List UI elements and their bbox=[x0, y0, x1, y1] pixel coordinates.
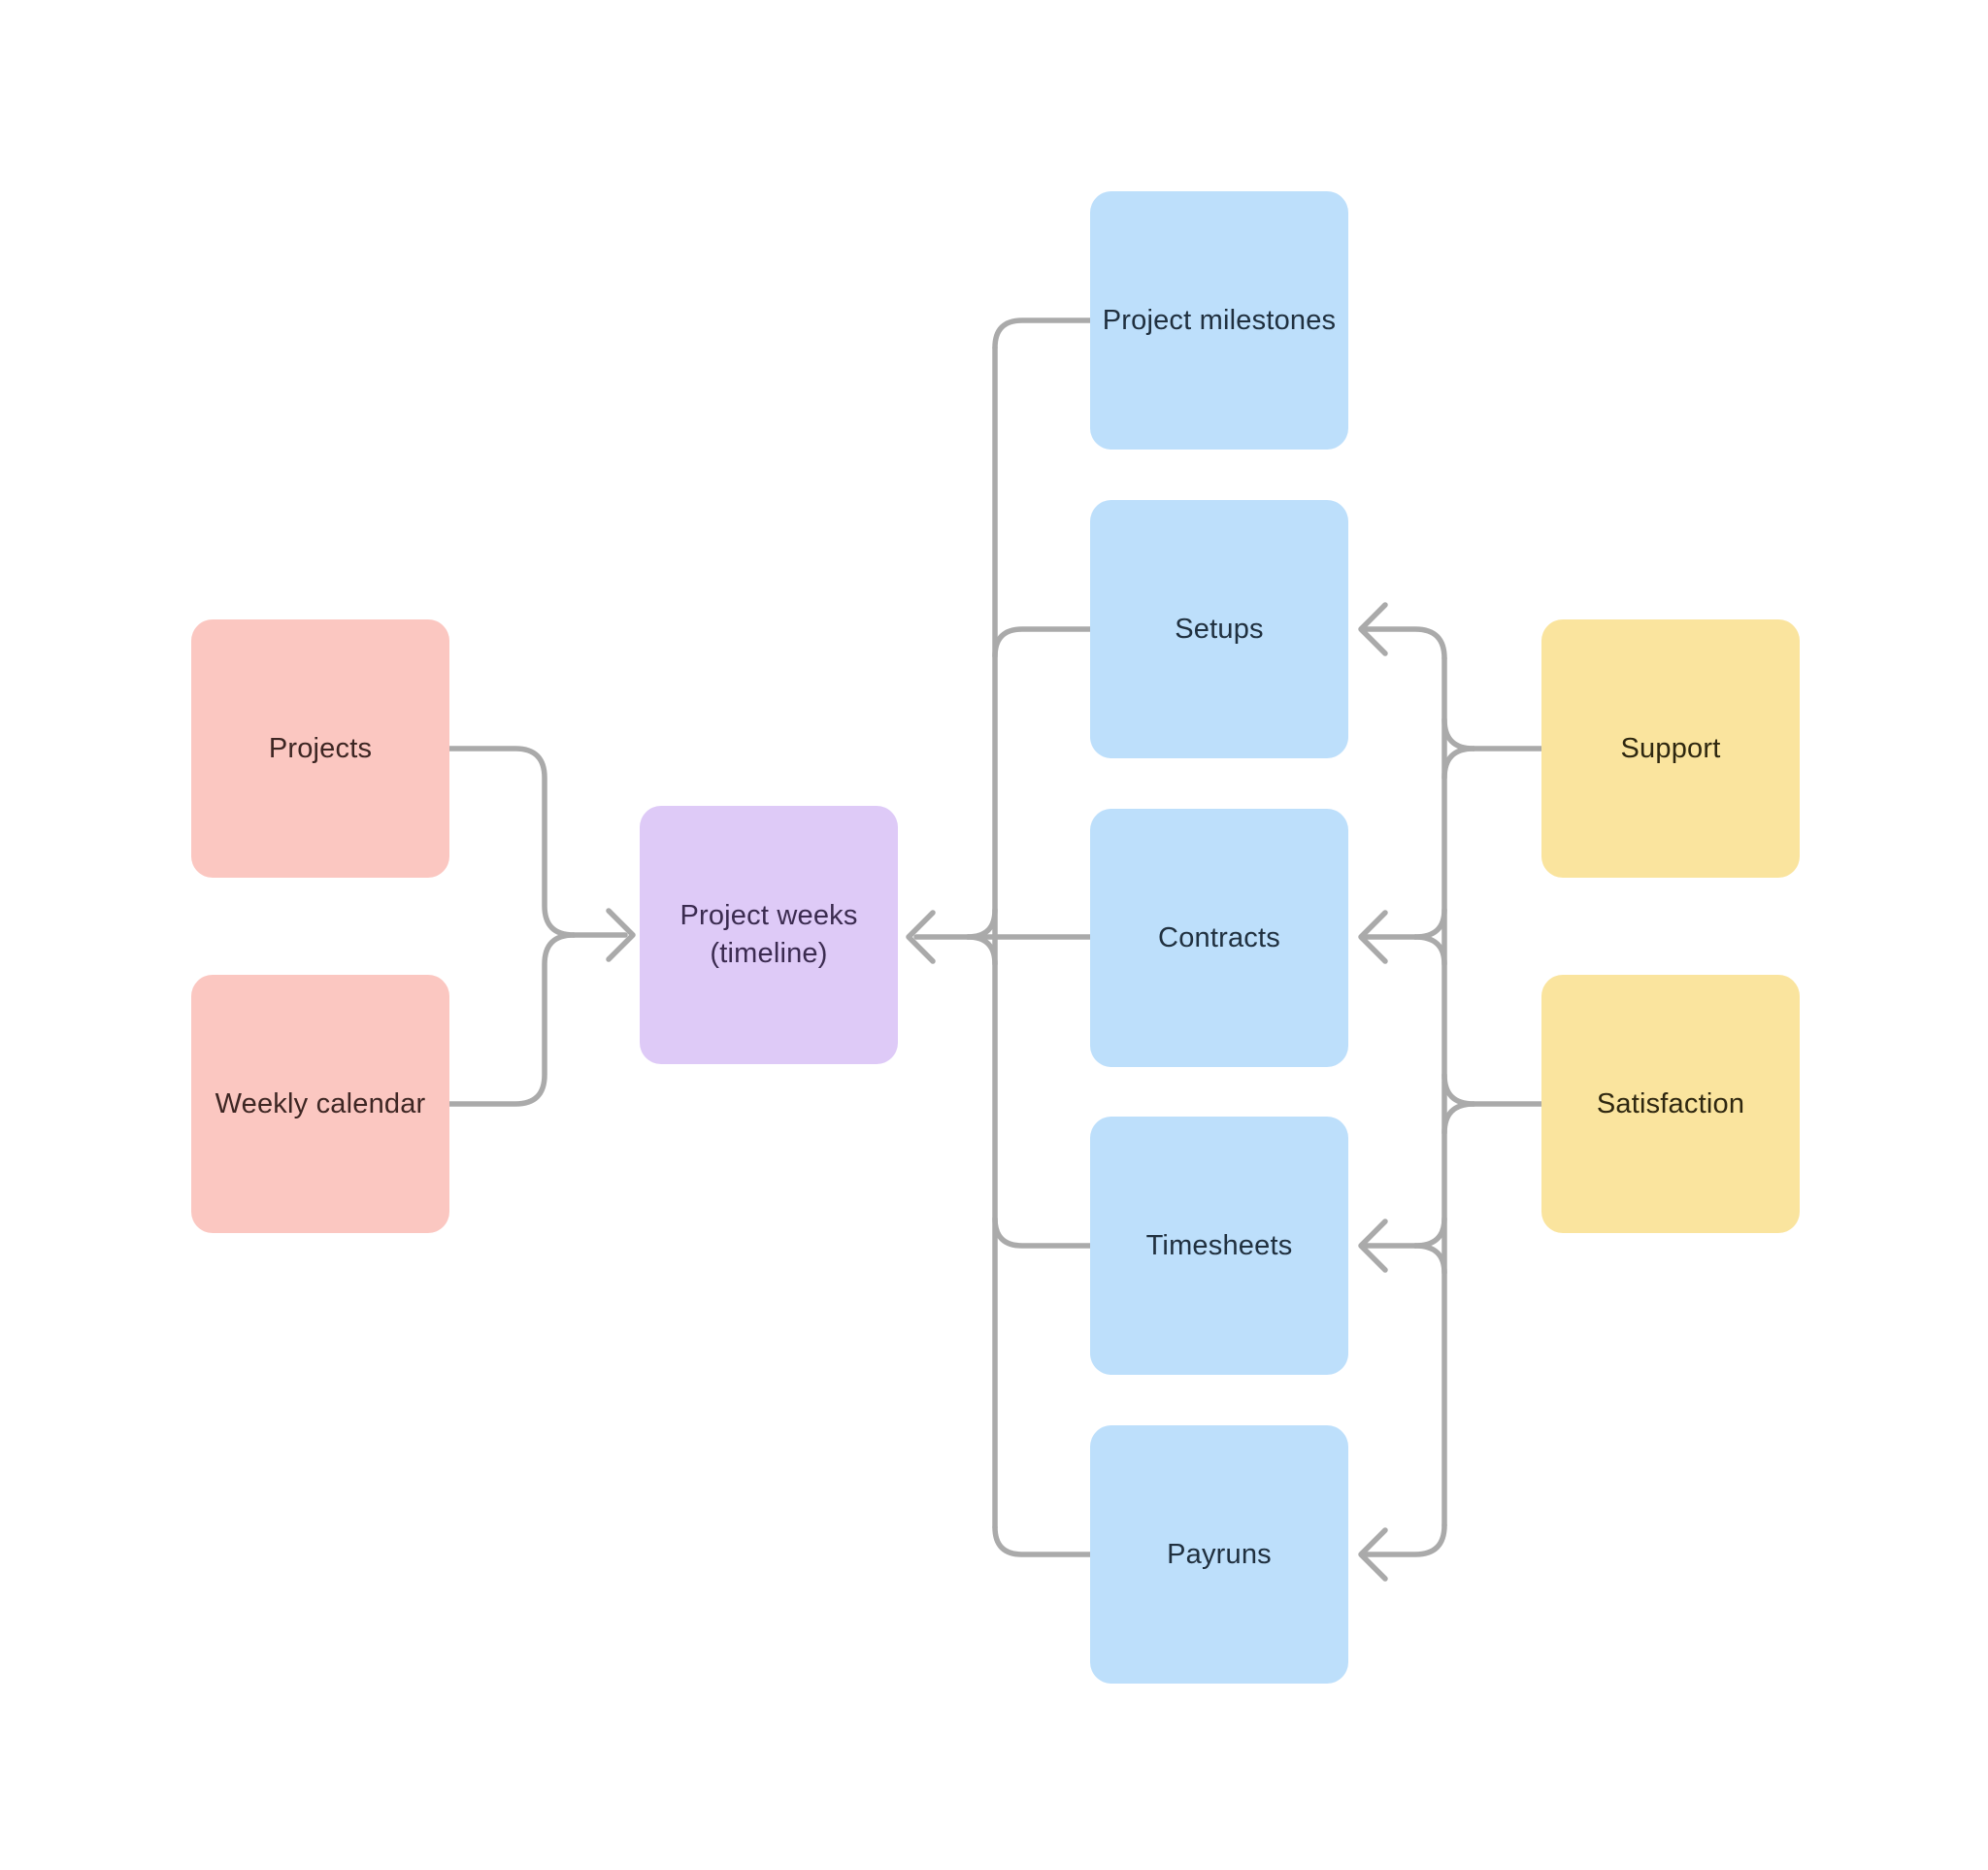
node-support-label: Support bbox=[1620, 732, 1721, 764]
connector-setups-branch[interactable] bbox=[992, 626, 1093, 659]
node-project-weeks-timeline[interactable]: Project weeks (timeline) bbox=[640, 806, 898, 1064]
connector-support-fork-up bbox=[1441, 717, 1476, 751]
arrowhead-into-setups bbox=[1358, 602, 1388, 656]
node-support[interactable]: Support bbox=[1541, 619, 1800, 878]
arrowhead-into-timesheets bbox=[1358, 1219, 1388, 1273]
node-weekly-calendar[interactable]: Weekly calendar bbox=[191, 975, 449, 1233]
node-timesheets-label: Timesheets bbox=[1145, 1229, 1293, 1261]
connector-trunk-fork-upper bbox=[965, 907, 998, 940]
node-setups[interactable]: Setups bbox=[1090, 500, 1348, 758]
node-setups-label: Setups bbox=[1175, 613, 1264, 645]
node-project-milestones-label: Project milestones bbox=[1102, 304, 1337, 336]
node-project-weeks-label-line2: (timeline) bbox=[710, 938, 828, 969]
node-contracts-label: Contracts bbox=[1158, 921, 1280, 953]
node-project-weeks-label-line1: Project weeks bbox=[679, 900, 858, 931]
connector-projects-branch[interactable] bbox=[447, 746, 577, 938]
connector-timesheets-fork-lower bbox=[1412, 1243, 1447, 1276]
node-satisfaction-label: Satisfaction bbox=[1596, 1087, 1745, 1119]
connector-contracts-fork-lower bbox=[1412, 934, 1447, 967]
node-contracts[interactable]: Contracts bbox=[1090, 809, 1348, 1067]
connector-feedback-to-modules[interactable] bbox=[1358, 602, 1544, 1582]
node-timesheets[interactable]: Timesheets bbox=[1090, 1117, 1348, 1375]
connector-support-fork-down bbox=[1441, 746, 1476, 781]
connector-payruns-branch[interactable] bbox=[992, 1524, 1093, 1557]
connector-satisfaction-fork-up bbox=[1441, 1072, 1476, 1107]
node-satisfaction[interactable]: Satisfaction bbox=[1541, 975, 1800, 1233]
arrowhead-into-contracts bbox=[1358, 910, 1388, 964]
arrowhead-into-project-weeks-left bbox=[606, 908, 636, 962]
connector-weekly-calendar-branch[interactable] bbox=[447, 932, 577, 1107]
connector-project-milestones-branch[interactable] bbox=[992, 317, 1093, 351]
arrowhead-into-project-weeks-right bbox=[906, 910, 936, 964]
node-weekly-calendar-label: Weekly calendar bbox=[215, 1087, 426, 1119]
connector-timesheets-fork-upper bbox=[1412, 1216, 1447, 1249]
node-projects-label: Projects bbox=[268, 732, 373, 764]
arrowhead-into-payruns bbox=[1358, 1527, 1388, 1582]
connector-contracts-fork-upper bbox=[1412, 907, 1447, 940]
node-project-milestones[interactable]: Project milestones bbox=[1090, 191, 1348, 450]
connector-modules-to-project-weeks[interactable] bbox=[906, 317, 1093, 1557]
node-projects[interactable]: Projects bbox=[191, 619, 449, 878]
connector-inputs-to-project-weeks[interactable] bbox=[447, 746, 636, 1107]
node-payruns-label: Payruns bbox=[1167, 1538, 1272, 1570]
connector-timesheets-branch[interactable] bbox=[992, 1216, 1093, 1249]
connector-trunk-fork-lower bbox=[965, 934, 998, 967]
connector-satisfaction-fork-down bbox=[1441, 1101, 1476, 1136]
connector-right-trunk-top-arc[interactable] bbox=[1360, 626, 1447, 661]
node-payruns[interactable]: Payruns bbox=[1090, 1425, 1348, 1684]
connector-right-trunk-bottom-arc[interactable] bbox=[1364, 1522, 1447, 1557]
